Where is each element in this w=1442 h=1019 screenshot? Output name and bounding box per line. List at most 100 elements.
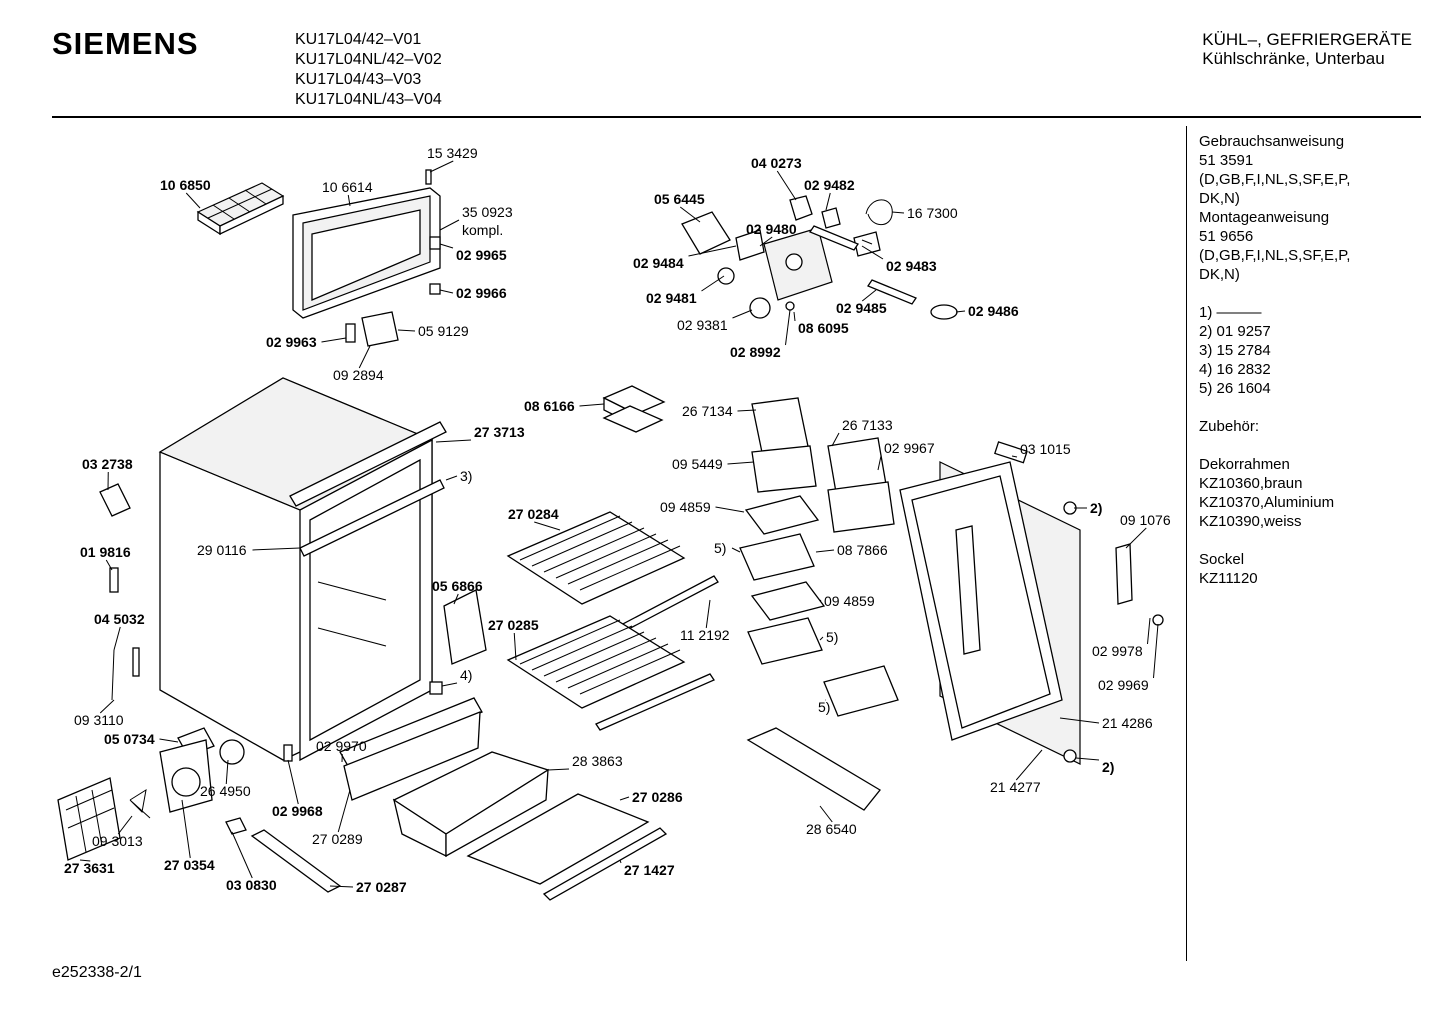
part-number-label: 27 0284 [508,506,559,522]
leader-line [731,547,741,553]
part-number-label: 04 0273 [751,155,802,171]
part-number-label: 29 0116 [197,542,247,558]
side-components-drawing [57,483,342,893]
leader-line [1153,623,1159,679]
leader-line [759,236,773,247]
leader-line [619,796,630,801]
part-number-label: 27 1427 [624,862,675,878]
part-number-label: kompl. [462,222,503,238]
leader-line [231,831,253,879]
part-number-label: 2) [1102,759,1114,775]
part-number-label: 26 7133 [842,417,893,433]
leader-line [619,859,622,864]
part-number-label: 03 1015 [1020,441,1071,457]
leader-line [439,219,460,231]
part-number-label: 21 4286 [1102,715,1153,731]
leader-line [105,559,113,571]
leader-line [397,329,416,332]
part-number-label: 27 0287 [356,879,407,895]
leader-line [287,759,299,805]
leader-line [1011,455,1018,458]
leader-line [1125,527,1147,549]
leader-line [321,337,347,343]
part-number-label: 02 8992 [730,344,781,360]
sidebar-line: 5) 26 1604 [1199,380,1271,397]
part-number-label: 05 9129 [418,323,469,339]
part-number-label: 02 9481 [646,290,697,306]
sidebar-line: Dekorrahmen [1199,456,1290,473]
sidebar-line: KZ11120 [1199,570,1258,587]
category-title: KÜHL–, GEFRIERGERÄTE [1202,30,1412,49]
part-number-label: 09 3013 [92,833,143,849]
leader-line [877,455,882,471]
part-number-label: 04 5032 [94,611,145,627]
part-number-label: 08 7866 [837,542,888,558]
leader-line [679,206,701,223]
leader-line [891,211,905,214]
part-number-label: 02 9967 [884,440,935,456]
part-number-label: 08 6166 [524,398,575,414]
document-id: e252338-2/1 [52,964,142,981]
part-number-label: 11 2192 [680,627,730,643]
part-number-label: 27 3631 [64,860,115,876]
sidebar-line: (D,GB,F,I,NL,S,SF,E,P, [1199,247,1351,264]
leader-line [441,682,458,687]
sidebar-line: DK,N) [1199,190,1240,207]
part-number-label: 27 0285 [488,617,539,633]
part-number-label: 05 6866 [432,578,483,594]
leader-line [547,768,570,771]
leader-line [429,160,454,173]
leader-line [776,170,797,201]
part-number-label: 02 9484 [633,255,684,271]
category-subtitle: Kühlschränke, Unterbau [1202,49,1385,68]
leader-line [159,738,179,743]
ice-tray-drawing [196,182,285,236]
part-number-label: 10 6850 [160,177,211,193]
part-number-label: 09 4859 [660,499,711,515]
model-number: KU17L04NL/43–V04 [295,91,442,108]
leader-line [715,506,745,513]
leader-line [705,599,711,629]
part-number-label: 02 9486 [968,303,1019,319]
part-number-label: 35 0923 [462,204,513,220]
part-number-label: 27 0354 [164,857,215,873]
shelves-drawing [506,511,719,731]
leader-line [825,192,831,211]
part-number-label: 26 4950 [200,783,251,799]
leader-line [819,636,824,641]
sidebar-line: DK,N) [1199,266,1240,283]
leader-line [117,815,133,835]
part-number-label: 16 7300 [907,205,958,221]
sidebar-line: 4) 16 2832 [1199,361,1271,378]
thermostat-housing-drawing [681,195,958,320]
sidebar-line: Sockel [1199,551,1245,568]
freezer-door-drawing [292,169,441,347]
leader-line [701,275,725,292]
sidebar-line: (D,GB,F,I,NL,S,SF,E,P, [1199,171,1351,188]
part-number-label: 01 9816 [80,544,131,560]
leader-line [831,432,840,447]
part-number-label: 09 1076 [1120,512,1171,528]
leader-line [737,409,757,412]
model-list: KU17L04/42–V01 KU17L04NL/42–V02 KU17L04/… [295,30,442,110]
leader-line [1059,717,1100,724]
leader-line [337,789,351,833]
part-number-label: 09 5449 [672,456,723,472]
leader-line [252,547,301,551]
part-number-label: 27 3713 [474,424,525,440]
door-bins-drawing [602,385,899,811]
part-number-label: 10 6614 [322,179,373,195]
part-number-label: 02 9968 [272,803,323,819]
part-number-label: 03 2738 [82,456,133,472]
part-number-label: 21 4277 [990,779,1041,795]
part-number-label: 02 9970 [316,738,367,754]
leader-line [819,805,833,823]
part-number-label: 03 0830 [226,877,277,893]
sidebar-line: KZ10390,weiss [1199,513,1302,530]
leader-line [861,245,884,260]
part-number-label: 02 9482 [804,177,855,193]
part-number-label: 02 9978 [1092,643,1143,659]
leader-line [727,461,755,465]
